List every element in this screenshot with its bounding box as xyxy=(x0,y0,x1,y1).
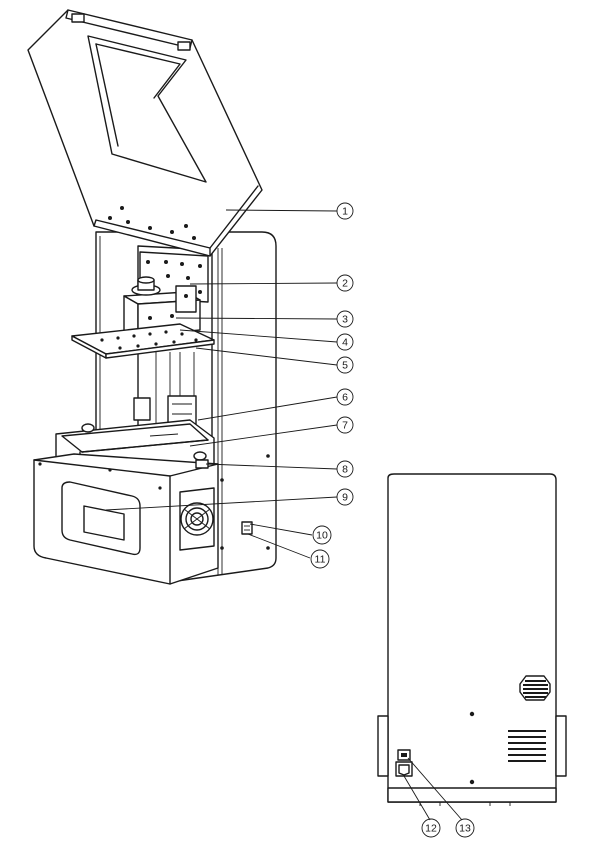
callout-7: 7 xyxy=(336,416,354,434)
side-power-switch xyxy=(241,521,253,535)
callout-11: 11 xyxy=(310,549,330,569)
build-plate xyxy=(71,323,215,359)
callout-number: 9 xyxy=(342,492,348,504)
callout-6: 6 xyxy=(336,388,354,406)
rear-power-switch xyxy=(397,749,411,761)
callout-number: 1 xyxy=(342,206,348,218)
callout-2: 2 xyxy=(336,274,354,292)
leader-lines xyxy=(105,209,338,559)
callout-number: 3 xyxy=(342,314,348,326)
touch-screen xyxy=(61,481,141,556)
rear-power-socket xyxy=(395,761,413,777)
callout-number: 12 xyxy=(425,823,437,835)
rear-view xyxy=(377,473,567,821)
front-open-view xyxy=(27,9,338,585)
callout-10: 10 xyxy=(312,525,332,545)
callout-number: 8 xyxy=(342,464,348,476)
callout-number: 5 xyxy=(342,360,348,372)
callout-number: 11 xyxy=(315,554,326,566)
callout-12: 12 xyxy=(421,818,441,838)
callout-1: 1 xyxy=(336,202,354,220)
callout-5: 5 xyxy=(336,356,354,374)
front-fan xyxy=(179,487,215,551)
callout-number: 6 xyxy=(342,392,348,404)
rear-vent-grille xyxy=(519,675,551,701)
callout-9: 9 xyxy=(336,488,354,506)
callout-number: 4 xyxy=(342,337,348,349)
rear-label-text xyxy=(508,730,546,762)
callout-3: 3 xyxy=(336,310,354,328)
callout-number: 10 xyxy=(316,530,328,542)
callout-number: 7 xyxy=(342,420,348,432)
printer-lid xyxy=(27,9,263,257)
callout-4: 4 xyxy=(336,333,354,351)
callout-number: 13 xyxy=(459,823,471,835)
callout-13: 13 xyxy=(455,818,475,838)
callout-number: 2 xyxy=(342,278,348,290)
callout-8: 8 xyxy=(336,460,354,478)
